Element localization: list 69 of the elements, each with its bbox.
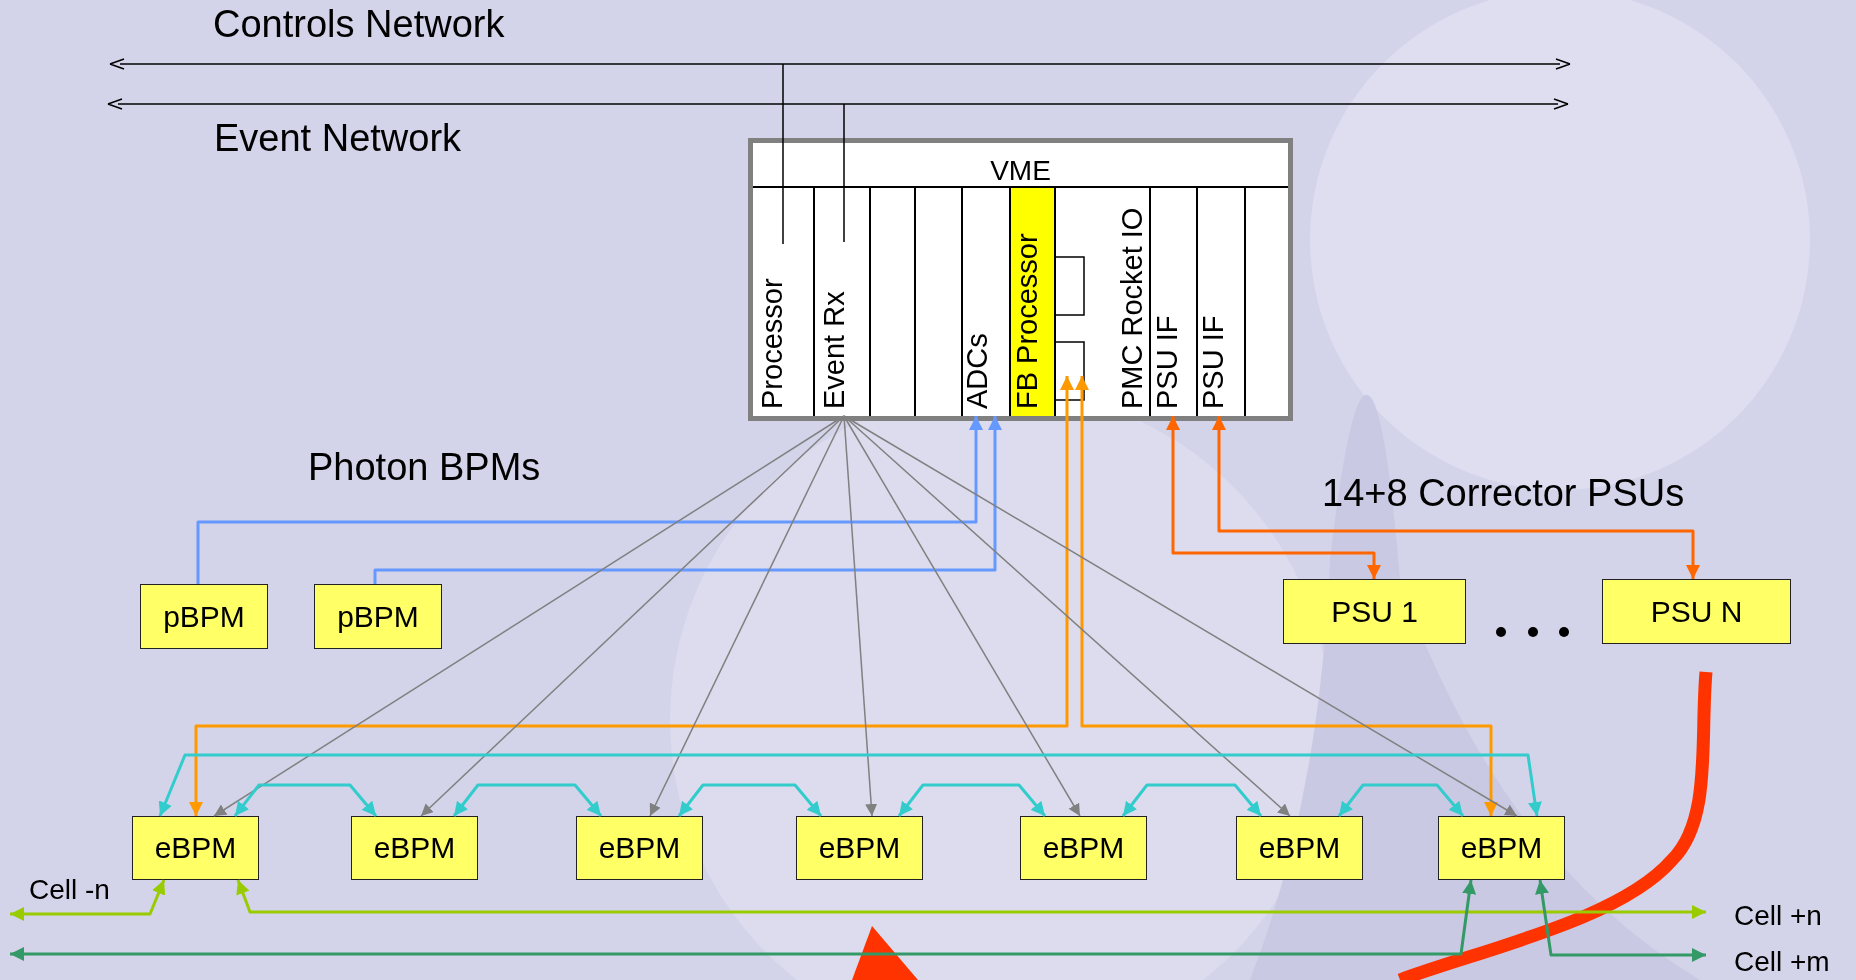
link-label: Cell +m	[1706, 948, 1846, 977]
connector-arrow	[196, 416, 983, 584]
card-slot	[813, 186, 869, 416]
network-bus-line	[110, 56, 1570, 72]
device-box	[1283, 579, 1466, 644]
device-box	[1438, 816, 1565, 880]
device-label: eBPM	[1258, 831, 1341, 865]
connector-arrow	[1337, 783, 1465, 817]
card-label: FB Processor	[1013, 233, 1042, 409]
crate-box	[748, 138, 1293, 421]
device-label: pBPM	[337, 599, 419, 634]
connector-arrow	[1075, 376, 1498, 816]
device-box	[576, 816, 703, 880]
device-box	[351, 816, 478, 880]
device-label: eBPM	[1460, 831, 1543, 865]
connector-arrow	[1121, 783, 1263, 817]
crate-title: VME	[990, 157, 1051, 185]
connector-arrow	[843, 415, 1291, 817]
card-label: Processor	[758, 278, 787, 409]
network-label: Event Network	[214, 119, 462, 157]
network-label: Controls Network	[213, 5, 505, 43]
device-box	[1020, 816, 1147, 880]
connector-arrow	[1535, 879, 1706, 962]
card-label: PMC Rocket IO	[1118, 207, 1147, 409]
connector-arrow	[843, 415, 1518, 817]
device-label: PSU N	[1650, 594, 1743, 629]
card-label: ADCs	[963, 333, 992, 409]
device-box	[796, 816, 923, 880]
card-slot	[1149, 186, 1196, 416]
device-label: pBPM	[163, 599, 245, 634]
device-box	[1236, 816, 1363, 880]
connector-arrow	[236, 879, 1706, 919]
device-label: PSU 1	[1331, 594, 1418, 629]
connector-arrow	[1166, 416, 1381, 579]
empty-card-slot	[1244, 186, 1288, 416]
card-label: PSU IF	[1153, 315, 1182, 409]
section-label: Photon BPMs	[308, 448, 541, 486]
device-label: eBPM	[1042, 831, 1125, 865]
connector-arrow	[10, 879, 1477, 961]
connector-arrow	[677, 783, 823, 817]
empty-card-slot	[869, 186, 914, 416]
link-label: Cell -n	[10, 876, 122, 956]
card-label: Event Rx	[820, 291, 849, 409]
card-slot	[1054, 186, 1149, 416]
connector-arrow	[1212, 416, 1700, 579]
device-box	[314, 584, 442, 649]
network-bus-line	[108, 96, 1568, 112]
link-label: Cell +n	[1706, 902, 1846, 932]
connector-arrow	[233, 783, 378, 817]
device-box	[132, 816, 259, 880]
card-slot	[1196, 186, 1244, 416]
device-label: eBPM	[154, 831, 237, 865]
connector-arrow	[897, 783, 1047, 817]
device-label: eBPM	[598, 831, 681, 865]
section-label: 14+8 Corrector PSUs	[1322, 474, 1685, 512]
connector-arrow	[158, 753, 1542, 817]
connector-arrow	[10, 879, 166, 921]
device-label: eBPM	[818, 831, 901, 865]
device-label: eBPM	[373, 831, 456, 865]
device-box	[140, 584, 268, 649]
connector-arrow	[452, 783, 603, 817]
connector-arrow	[189, 376, 1074, 816]
device-box	[1602, 579, 1791, 644]
connector-arrow	[843, 415, 1081, 817]
connector-arrow	[420, 415, 845, 817]
empty-card-slot	[914, 186, 961, 416]
card-slot	[1009, 186, 1054, 416]
card-label: PSU IF	[1199, 315, 1228, 409]
connector-arrow	[373, 416, 1002, 584]
